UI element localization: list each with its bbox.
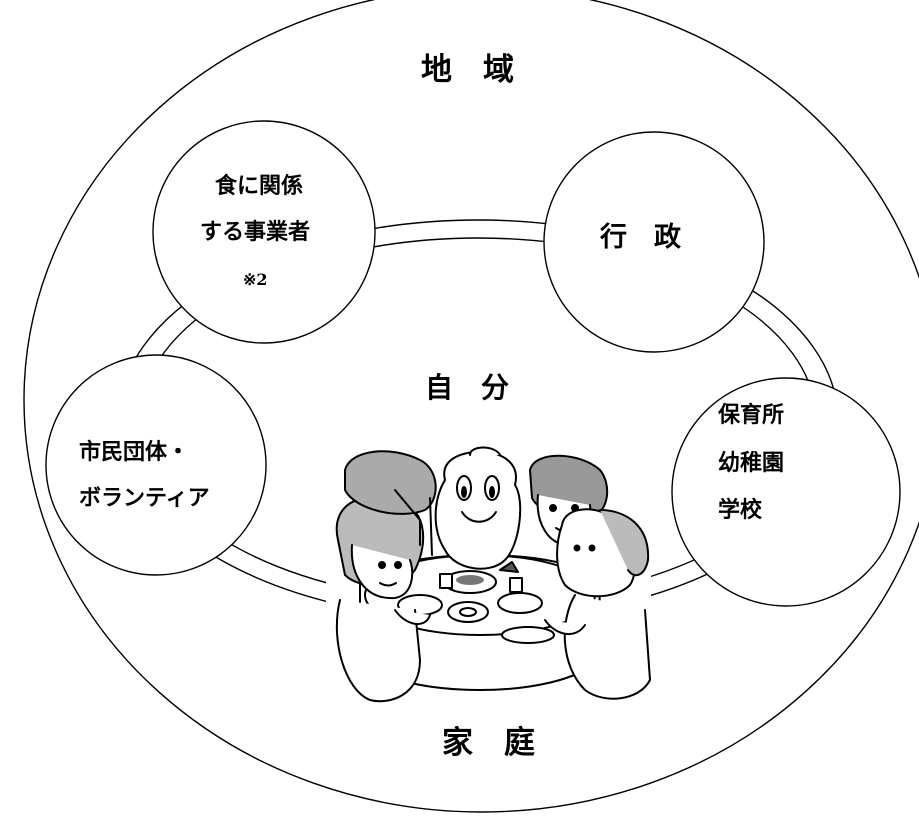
government-label: 行 政 [600, 222, 681, 253]
schools-circle [671, 377, 901, 607]
food-business-line1: 食に関係 [215, 174, 304, 199]
self-label: 自 分 [425, 371, 510, 404]
citizen-groups-line2: ボランティア [79, 486, 210, 511]
government-circle [543, 131, 765, 353]
community-ellipse [23, 0, 919, 813]
schools-line1: 保育所 [718, 403, 785, 428]
citizen-groups-circle [45, 354, 267, 576]
household-label: 家 庭 [442, 725, 535, 761]
food-business-line2: する事業者 [200, 220, 311, 245]
character-right [544, 508, 651, 700]
character-left [335, 495, 431, 703]
character-back-left [344, 450, 437, 556]
food-business-circle [152, 120, 376, 344]
food-business-note: ※2 [243, 270, 268, 289]
schools-line2: 幼稚園 [718, 451, 785, 476]
family-dining-illustration [326, 445, 651, 710]
citizen-groups-line1: 市民団体・ [79, 440, 190, 465]
schools-line3: 学校 [718, 498, 763, 523]
character-center [434, 446, 522, 570]
community-label: 地 域 [421, 52, 514, 88]
